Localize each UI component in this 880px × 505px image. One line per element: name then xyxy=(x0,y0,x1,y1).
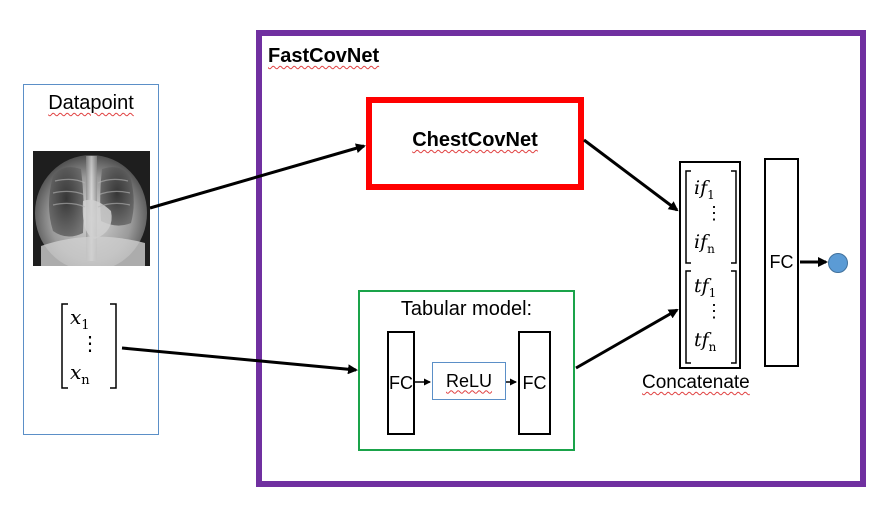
chestcovnet-block: ChestCovNet xyxy=(366,97,584,190)
relu-activation: ReLU xyxy=(432,362,506,400)
fastcovnet-title: FastCovNet xyxy=(268,45,380,67)
input-vector: x1 ⋮ xn xyxy=(60,302,130,392)
relu-label: ReLU xyxy=(445,370,493,391)
image-feature-ellipsis: ⋮ xyxy=(705,203,723,224)
chestcovnet-label: ChestCovNet xyxy=(412,129,538,151)
vector-brackets xyxy=(61,303,117,389)
image-feature-last: ifn xyxy=(694,231,715,256)
datapoint-panel xyxy=(23,84,159,435)
vector-first-entry: x1 xyxy=(70,305,90,333)
fastcovnet-container xyxy=(256,30,866,487)
tabular-feature-last: tfn xyxy=(694,329,717,354)
image-feature-first: if1 xyxy=(694,177,715,202)
vector-ellipsis: ⋮ xyxy=(80,331,100,355)
concatenate-block: if1 ⋮ ifn tf1 ⋮ tfn xyxy=(679,161,741,369)
datapoint-title: Datapoint xyxy=(48,92,134,114)
arrow-vector-to-tabular xyxy=(121,346,358,375)
tabular-feature-ellipsis: ⋮ xyxy=(705,301,723,322)
tabular-fc-layer-1: FC xyxy=(387,331,415,435)
output-node xyxy=(828,253,848,273)
tabular-fc-layer-2: FC xyxy=(518,331,551,435)
arrow-chestcovnet-to-concat xyxy=(583,138,679,212)
chest-xray-image xyxy=(33,151,150,266)
tabular-feature-first: tf1 xyxy=(694,275,717,300)
concatenate-label: Concatenate xyxy=(642,372,750,393)
arrow-image-to-chestcovnet xyxy=(149,143,366,210)
tabular-model-block xyxy=(358,290,575,451)
arrow-tabular-to-concat xyxy=(575,308,679,370)
vector-last-entry: xn xyxy=(70,360,90,388)
concat-brackets xyxy=(685,170,737,364)
final-fc-layer: FC xyxy=(764,158,799,367)
tabular-model-title: Tabular model: xyxy=(400,298,533,320)
